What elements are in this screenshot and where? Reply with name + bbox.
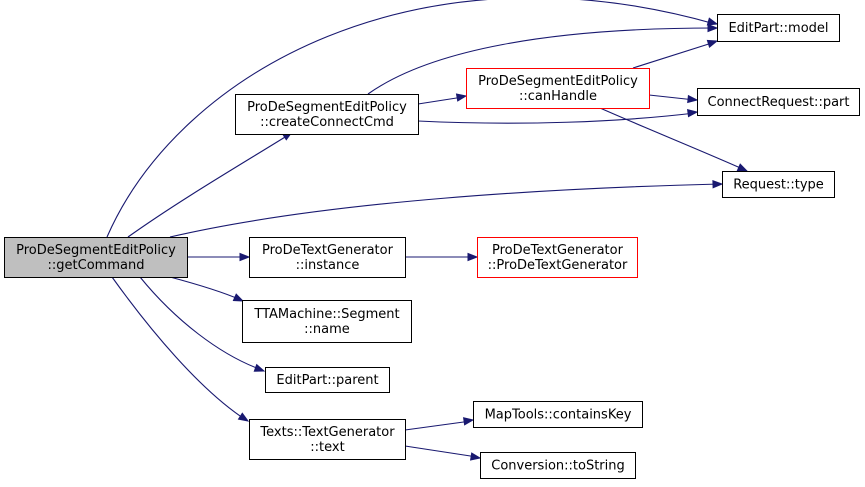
node-label-line: ::instance bbox=[296, 258, 360, 273]
node-label-line: ::getCommand bbox=[48, 258, 145, 273]
edge-root-to-createConnectCmd bbox=[127, 131, 294, 238]
node-part[interactable]: ConnectRequest::part bbox=[697, 88, 860, 116]
node-ctor[interactable]: ProDeTextGenerator::ProDeTextGenerator bbox=[477, 237, 638, 278]
node-box bbox=[249, 419, 406, 460]
node-parent[interactable]: EditPart::parent bbox=[265, 367, 390, 393]
node-createConnectCmd[interactable]: ProDeSegmentEditPolicy::createConnectCmd bbox=[235, 94, 419, 135]
edge-line bbox=[417, 96, 464, 105]
arrowhead bbox=[687, 109, 699, 118]
node-box bbox=[480, 452, 636, 479]
edge-root-to-segname bbox=[169, 276, 245, 302]
edge-line bbox=[169, 183, 721, 238]
edge-createConnectCmd-to-model bbox=[367, 23, 719, 95]
edge-line bbox=[417, 112, 696, 124]
edge-root-to-parent bbox=[139, 276, 266, 372]
edge-root-to-text bbox=[111, 276, 250, 422]
node-label-line: ::canHandle bbox=[519, 89, 597, 104]
node-segname[interactable]: TTAMachine::Segment::name bbox=[242, 300, 412, 343]
arrowhead bbox=[736, 163, 749, 172]
edge-canHandle-to-model bbox=[632, 39, 719, 69]
arrowhead bbox=[455, 93, 468, 102]
edge-root-to-model bbox=[106, 0, 719, 238]
node-box bbox=[242, 300, 412, 343]
node-label-line: Conversion::toString bbox=[491, 459, 625, 474]
node-label-line: MapTools::containsKey bbox=[485, 408, 632, 423]
node-box bbox=[477, 237, 638, 278]
edge-createConnectCmd-to-part bbox=[417, 109, 699, 124]
arrowhead bbox=[237, 412, 250, 422]
node-label-line: ProDeTextGenerator bbox=[492, 243, 624, 258]
edge-line bbox=[139, 276, 263, 371]
edge-instance-to-ctor bbox=[405, 252, 479, 262]
arrowhead bbox=[469, 452, 482, 461]
edge-line bbox=[106, 0, 716, 238]
edge-root-to-type bbox=[169, 179, 724, 238]
edge-line bbox=[632, 41, 716, 69]
node-box bbox=[265, 367, 390, 393]
edge-line bbox=[648, 94, 696, 101]
node-box bbox=[235, 94, 419, 135]
node-label-line: ProDeSegmentEditPolicy bbox=[16, 243, 176, 258]
arrowhead bbox=[706, 17, 719, 26]
edge-line bbox=[404, 445, 478, 458]
node-type[interactable]: Request::type bbox=[722, 171, 835, 198]
node-label-line: ProDeSegmentEditPolicy bbox=[247, 100, 407, 115]
edges-layer bbox=[106, 0, 749, 461]
arrowhead bbox=[232, 293, 245, 302]
node-label-line: Texts::TextGenerator bbox=[259, 425, 395, 440]
node-text[interactable]: Texts::TextGenerator::text bbox=[249, 419, 406, 460]
node-box bbox=[722, 171, 835, 198]
arrowhead bbox=[706, 39, 719, 48]
node-label-line: TTAMachine::Segment bbox=[253, 307, 399, 322]
node-label-line: ProDeTextGenerator bbox=[262, 243, 394, 258]
node-root[interactable]: ProDeSegmentEditPolicy::getCommand bbox=[4, 237, 188, 278]
node-box bbox=[717, 14, 840, 42]
arrowhead bbox=[467, 252, 479, 262]
node-instance[interactable]: ProDeTextGenerator::instance bbox=[249, 237, 406, 278]
edge-line bbox=[599, 107, 746, 171]
edge-line bbox=[111, 276, 247, 421]
node-label-line: ConnectRequest::part bbox=[708, 95, 850, 110]
node-label-line: Request::type bbox=[733, 178, 824, 193]
node-box bbox=[466, 68, 650, 109]
edge-root-to-instance bbox=[187, 252, 251, 262]
edge-line bbox=[367, 27, 716, 95]
node-label-line: EditPart::model bbox=[728, 21, 828, 36]
nodes-layer: ProDeSegmentEditPolicy::getCommandProDeS… bbox=[4, 14, 860, 479]
node-box bbox=[249, 237, 406, 278]
node-box bbox=[4, 237, 188, 278]
edge-text-to-toString bbox=[404, 445, 482, 461]
node-label-line: ::ProDeTextGenerator bbox=[488, 258, 628, 273]
node-box bbox=[473, 401, 643, 428]
node-label-line: ::createConnectCmd bbox=[260, 115, 394, 130]
edge-line bbox=[127, 133, 291, 238]
arrowhead bbox=[463, 417, 475, 426]
node-canHandle[interactable]: ProDeSegmentEditPolicy::canHandle bbox=[466, 68, 650, 109]
arrowhead bbox=[687, 94, 699, 104]
node-containsKey[interactable]: MapTools::containsKey bbox=[473, 401, 643, 428]
edge-createConnectCmd-to-canHandle bbox=[417, 93, 468, 105]
arrowhead bbox=[712, 179, 724, 189]
edge-line bbox=[404, 420, 472, 431]
node-box bbox=[697, 88, 860, 116]
edge-text-to-containsKey bbox=[404, 417, 475, 431]
node-model[interactable]: EditPart::model bbox=[717, 14, 840, 42]
node-label-line: ProDeSegmentEditPolicy bbox=[478, 74, 638, 89]
node-toString[interactable]: Conversion::toString bbox=[480, 452, 636, 479]
arrowhead bbox=[253, 363, 266, 372]
node-label-line: ::text bbox=[310, 440, 344, 455]
arrowhead bbox=[707, 23, 719, 33]
edge-canHandle-to-part bbox=[648, 94, 699, 104]
node-label-line: EditPart::parent bbox=[276, 373, 378, 388]
arrowhead bbox=[239, 252, 251, 262]
node-label-line: ::name bbox=[304, 322, 350, 337]
edge-line bbox=[169, 276, 242, 301]
edge-canHandle-to-type bbox=[599, 107, 749, 172]
